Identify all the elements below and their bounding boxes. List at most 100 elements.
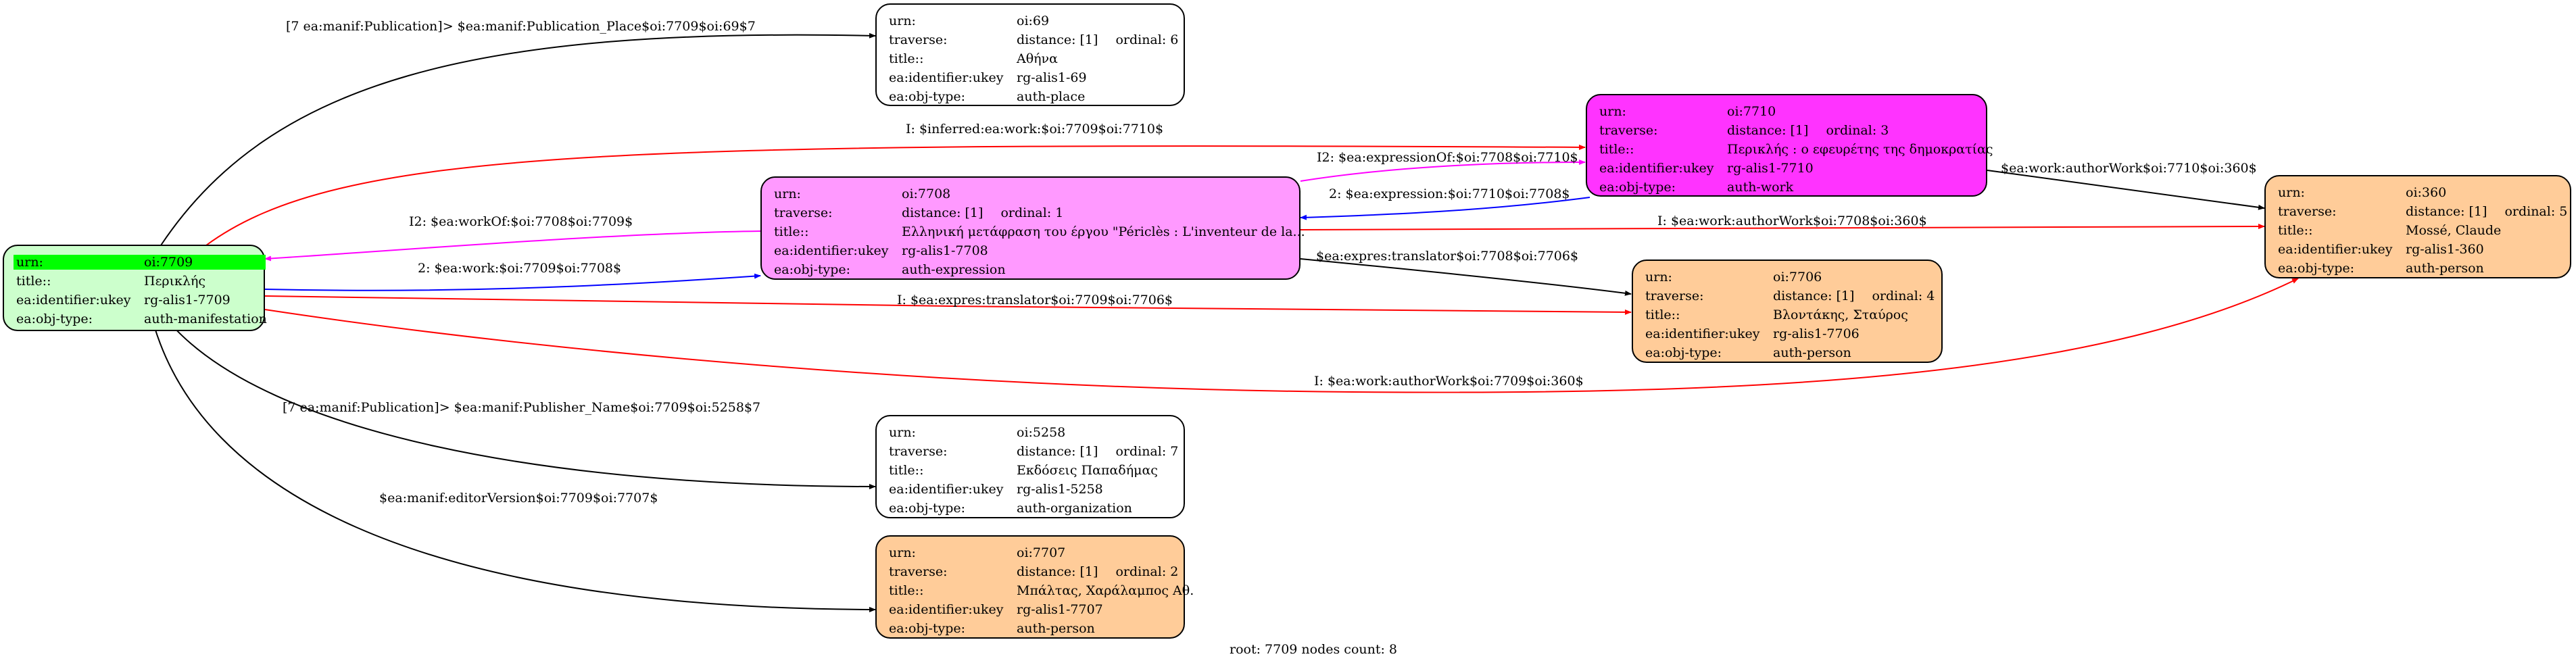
node-key: ea:obj-type: <box>16 312 93 326</box>
node-row-traverse: traverse: distance: [1] ordinal: 4 <box>1643 287 1935 305</box>
node-traverse-value: distance: [1] ordinal: 1 <box>899 205 1063 220</box>
node-ukey-value: rg-alis1-5258 <box>1017 482 1103 497</box>
node-ordinal: ordinal: 1 <box>1000 205 1064 220</box>
node-row-type: ea:obj-type: auth-person <box>2275 259 2562 278</box>
node-key: title:: <box>16 274 51 289</box>
node-key: title:: <box>889 463 924 478</box>
node-urn-value: oi:7710 <box>1727 104 1776 119</box>
node-key: ea:identifier:ukey <box>2278 242 2393 257</box>
node-urn-value: oi:69 <box>1017 14 1050 28</box>
node-ordinal: ordinal: 6 <box>1115 32 1179 47</box>
node-key: traverse: <box>889 564 948 579</box>
node-urn-value: oi:7708 <box>902 187 951 201</box>
node-urn-value: oi:5258 <box>1017 425 1066 440</box>
node-root-7709[interactable]: urn: oi:7709 title:: Περικλής ea:identif… <box>3 245 267 331</box>
node-oi-7708[interactable]: urn: oi:7708 traverse: distance: [1]ordi… <box>760 176 1305 280</box>
node-row-ukey: ea:identifier:ukey rg-alis1-7707 <box>886 600 1175 619</box>
node-oi-69[interactable]: urn: oi:69 traverse: distance: [1]ordina… <box>875 3 1185 106</box>
node-oi-360[interactable]: urn: oi:360 traverse: distance: [1]ordin… <box>2264 175 2571 278</box>
edge-inferred-work <box>205 144 1586 246</box>
node-row-traverse: traverse: distance: [1] ordinal: 3 <box>1597 121 1978 140</box>
node-ukey-value: rg-alis1-7708 <box>902 243 988 258</box>
node-row-ukey: ea:identifier:ukey rg-alis1-7709 <box>14 291 256 310</box>
node-urn-value: oi:360 <box>2406 185 2447 200</box>
node-key: urn: <box>1645 270 1672 285</box>
edge-label-work: 2: $ea:work:$oi:7709$oi:7708$ <box>418 261 622 276</box>
node-title-value: Εκδόσεις Παπαδήμας <box>1017 463 1158 478</box>
node-key: traverse: <box>1645 289 1704 303</box>
node-distance: distance: [1] <box>1017 32 1098 47</box>
node-row-traverse: traverse: distance: [1]ordinal: 1 <box>771 203 1291 222</box>
node-oi-5258[interactable]: urn: oi:5258 traverse: distance: [1]ordi… <box>875 415 1185 518</box>
node-distance: distance: [1] <box>1727 123 1809 138</box>
node-row-urn: urn: oi:7707 <box>886 543 1175 562</box>
node-oi-7707[interactable]: urn: oi:7707 traverse: distance: [1] ordi… <box>875 535 1194 639</box>
node-row-urn: urn: oi:7709 <box>14 253 266 272</box>
node-key: traverse: <box>1599 123 1658 138</box>
edge-label-inferred-work: I: $inferred:ea:work:$oi:7709$oi:7710$ <box>906 122 1164 137</box>
node-distance: distance: [1] <box>1773 289 1855 303</box>
node-traverse-value: distance: [1] ordinal: 4 <box>1770 289 1935 303</box>
node-ordinal: ordinal: 7 <box>1115 444 1179 459</box>
node-ordinal: ordinal: 3 <box>1826 123 1889 138</box>
node-row-ukey: ea:identifier:ukey rg-alis1-7706 <box>1643 324 1933 343</box>
node-row-title: title:: Εκδόσεις Παπαδήμας <box>886 461 1175 480</box>
node-key: ea:identifier:ukey <box>1645 326 1760 341</box>
node-type-value: auth-manifestation <box>144 312 267 326</box>
node-row-type: ea:obj-type: auth-expression <box>771 260 1291 279</box>
node-oi-7706[interactable]: urn: oi:7706 traverse: distance: [1] ordi… <box>1632 260 1943 363</box>
node-type-value: auth-expression <box>902 262 1006 277</box>
node-urn-value: oi:7706 <box>1773 270 1822 285</box>
node-ukey-value: rg-alis1-7710 <box>1727 161 1814 176</box>
node-key: title:: <box>889 51 924 66</box>
node-traverse-value: distance: [1]ordinal: 5 <box>2403 204 2567 219</box>
node-distance: distance: [1] <box>902 205 983 220</box>
node-type-value: auth-place <box>1017 89 1086 104</box>
node-type-value: auth-organization <box>1017 501 1132 516</box>
edge-label-author-work-7710: $ea:work:authorWork$oi:7710$oi:360$ <box>2001 161 2257 176</box>
edge-work <box>264 273 761 291</box>
node-key: ea:obj-type: <box>1599 180 1676 195</box>
edge-label-author-work-7709: I: $ea:work:authorWork$oi:7709$oi:360$ <box>1314 374 1584 389</box>
node-row-ukey: ea:identifier:ukey rg-alis1-69 <box>886 68 1175 87</box>
node-ukey-value: rg-alis1-69 <box>1017 70 1087 85</box>
edge-label-expression-of: I2: $ea:expressionOf:$oi:7708$oi:7710$ <box>1317 150 1578 165</box>
edge-expres-translator-7708 <box>1300 258 1632 296</box>
node-oi-7710[interactable]: urn: oi:7710 traverse: distance: [1]ordi… <box>1586 94 1993 197</box>
graph-footer: root: 7709 nodes count: 8 <box>1230 642 1398 657</box>
node-key: ea:obj-type: <box>774 262 851 277</box>
edge-author-work-7710 <box>1987 170 2265 210</box>
node-ordinal: ordinal: 4 <box>1872 289 1935 303</box>
node-key: title:: <box>2278 223 2313 238</box>
edge-expres-translator-7709 <box>264 295 1632 315</box>
node-row-type: ea:obj-type: auth-place <box>886 87 1175 106</box>
node-row-ukey: ea:identifier:ukey rg-alis1-7708 <box>771 241 1291 260</box>
node-key: ea:obj-type: <box>1645 345 1722 360</box>
node-type-value: auth-person <box>1773 345 1851 360</box>
node-ukey-value: rg-alis1-7709 <box>144 293 230 307</box>
node-title-value: Περικλής <box>144 274 205 289</box>
node-row-title: title:: Μπάλτας, Χαράλαμπος Αθ. <box>886 581 1194 600</box>
node-row-type: ea:obj-type: auth-person <box>1643 343 1933 362</box>
node-key: ea:identifier:ukey <box>1599 161 1714 176</box>
edge-label-expres-translator-7709: I: $ea:expres:translator$oi:7709$oi:7706… <box>897 293 1173 307</box>
node-key: ea:obj-type: <box>2278 261 2355 276</box>
node-ordinal: ordinal: 2 <box>1115 564 1179 579</box>
node-key: title:: <box>774 224 809 239</box>
node-distance: distance: [1] <box>1017 564 1098 579</box>
node-traverse-value: distance: [1]ordinal: 7 <box>1014 444 1178 459</box>
node-type-value: auth-person <box>2406 261 2484 276</box>
node-row-title: title:: Mossé, Claude <box>2275 221 2562 240</box>
edge-author-work-7708 <box>1300 224 2265 230</box>
edge-label-publisher-name: [7 ea:manif:Publication]> $ea:manif:Publ… <box>283 400 761 415</box>
node-key: urn: <box>889 425 916 440</box>
node-row-type: ea:obj-type: auth-organization <box>886 499 1175 518</box>
node-row-traverse: traverse: distance: [1] ordinal: 2 <box>886 562 1179 581</box>
node-key: title:: <box>1599 142 1634 157</box>
node-traverse-value: distance: [1] ordinal: 6 <box>1014 32 1178 47</box>
node-ukey-value: rg-alis1-7706 <box>1773 326 1860 341</box>
edge-label-author-work-7708: I: $ea:work:authorWork$oi:7708$oi:360$ <box>1657 214 1927 228</box>
node-urn-value: oi:7707 <box>1017 545 1066 560</box>
